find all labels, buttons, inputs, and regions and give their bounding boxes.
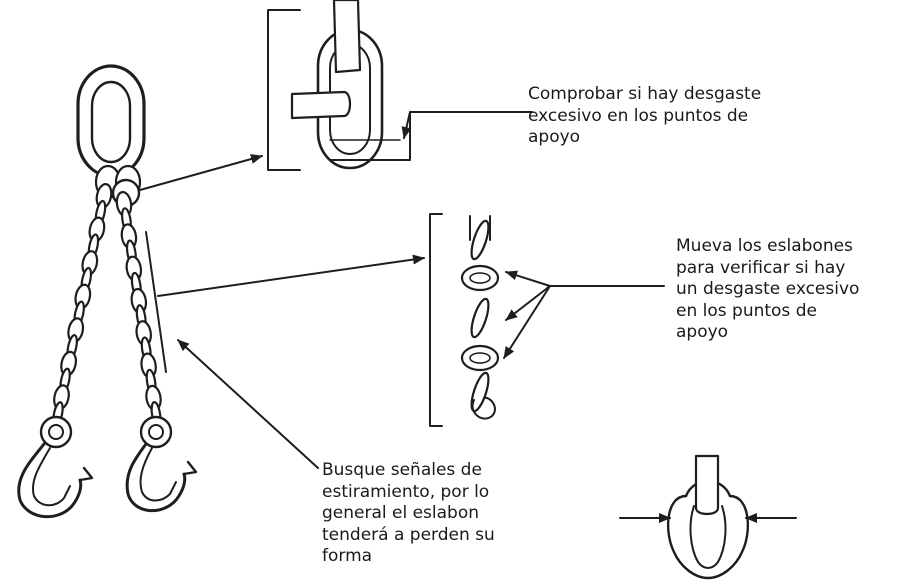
wear-arrow bbox=[401, 111, 412, 139]
master-link-inner bbox=[90, 80, 132, 164]
links-arrow-bottom bbox=[503, 285, 551, 359]
link-detail-figure bbox=[267, 0, 533, 171]
move-links-line-2: para verificar si hay bbox=[676, 257, 846, 278]
stretched-link-pin bbox=[694, 454, 720, 516]
closeup-ring-link bbox=[460, 344, 500, 372]
chain-sling-figure bbox=[17, 64, 198, 519]
stretched-link-inner bbox=[689, 505, 727, 569]
stretched-link-figure bbox=[619, 454, 797, 580]
links-bracket bbox=[429, 213, 443, 427]
stretch-note: Busque señales de estiramiento, por lo g… bbox=[322, 460, 495, 568]
move-links-note: Mueva los eslabones para verificar si ha… bbox=[676, 236, 859, 344]
move-links-line-5: apoyo bbox=[676, 322, 729, 342]
stretch-arrow bbox=[177, 339, 319, 469]
closeup-ring-hole bbox=[469, 272, 491, 284]
wear-points-note: Comprobar si hay desgaste excesivo en lo… bbox=[528, 84, 761, 149]
pointer-to-link-detail bbox=[139, 154, 263, 191]
chain-leg-left bbox=[52, 183, 113, 427]
stretch-line-5: forma bbox=[322, 546, 373, 566]
chain-leg-right bbox=[115, 190, 162, 427]
wear-points-line-2: excesivo en los puntos de bbox=[528, 105, 749, 126]
links-arrow-top bbox=[505, 270, 551, 287]
closeup-edge-link bbox=[470, 297, 490, 339]
detail-crossbar bbox=[290, 90, 352, 120]
stretched-link-outer bbox=[667, 479, 749, 580]
closeup-ring-hole bbox=[469, 352, 491, 364]
closeup-ring-link bbox=[460, 264, 500, 292]
stretch-line-4: tenderá a perden su bbox=[322, 524, 495, 545]
pointer-to-links-detail bbox=[157, 254, 425, 297]
links-arrow-middle bbox=[505, 285, 551, 321]
wear-points-line-3: apoyo bbox=[528, 127, 581, 147]
links-detail-figure bbox=[429, 213, 500, 427]
wear-pointer-line bbox=[329, 111, 533, 161]
detail-shackle-pin bbox=[332, 0, 362, 74]
move-links-line-3: un desgaste excesivo bbox=[676, 279, 860, 299]
wear-points-line-1: Comprobar si hay desgaste bbox=[528, 84, 762, 104]
hook-left bbox=[17, 415, 94, 519]
move-links-line-1: Mueva los eslabones bbox=[676, 236, 853, 256]
closeup-edge-link bbox=[470, 219, 490, 261]
stretch-line-1: Busque señales de bbox=[322, 460, 482, 480]
stretch-line-3: general el eslabon bbox=[322, 503, 480, 523]
move-links-line-4: en los puntos de bbox=[676, 300, 817, 321]
measure-bracket bbox=[145, 231, 167, 373]
hook-right bbox=[125, 415, 198, 513]
stretch-line-2: estiramiento, por lo bbox=[322, 481, 490, 502]
detail-bracket bbox=[267, 9, 301, 171]
